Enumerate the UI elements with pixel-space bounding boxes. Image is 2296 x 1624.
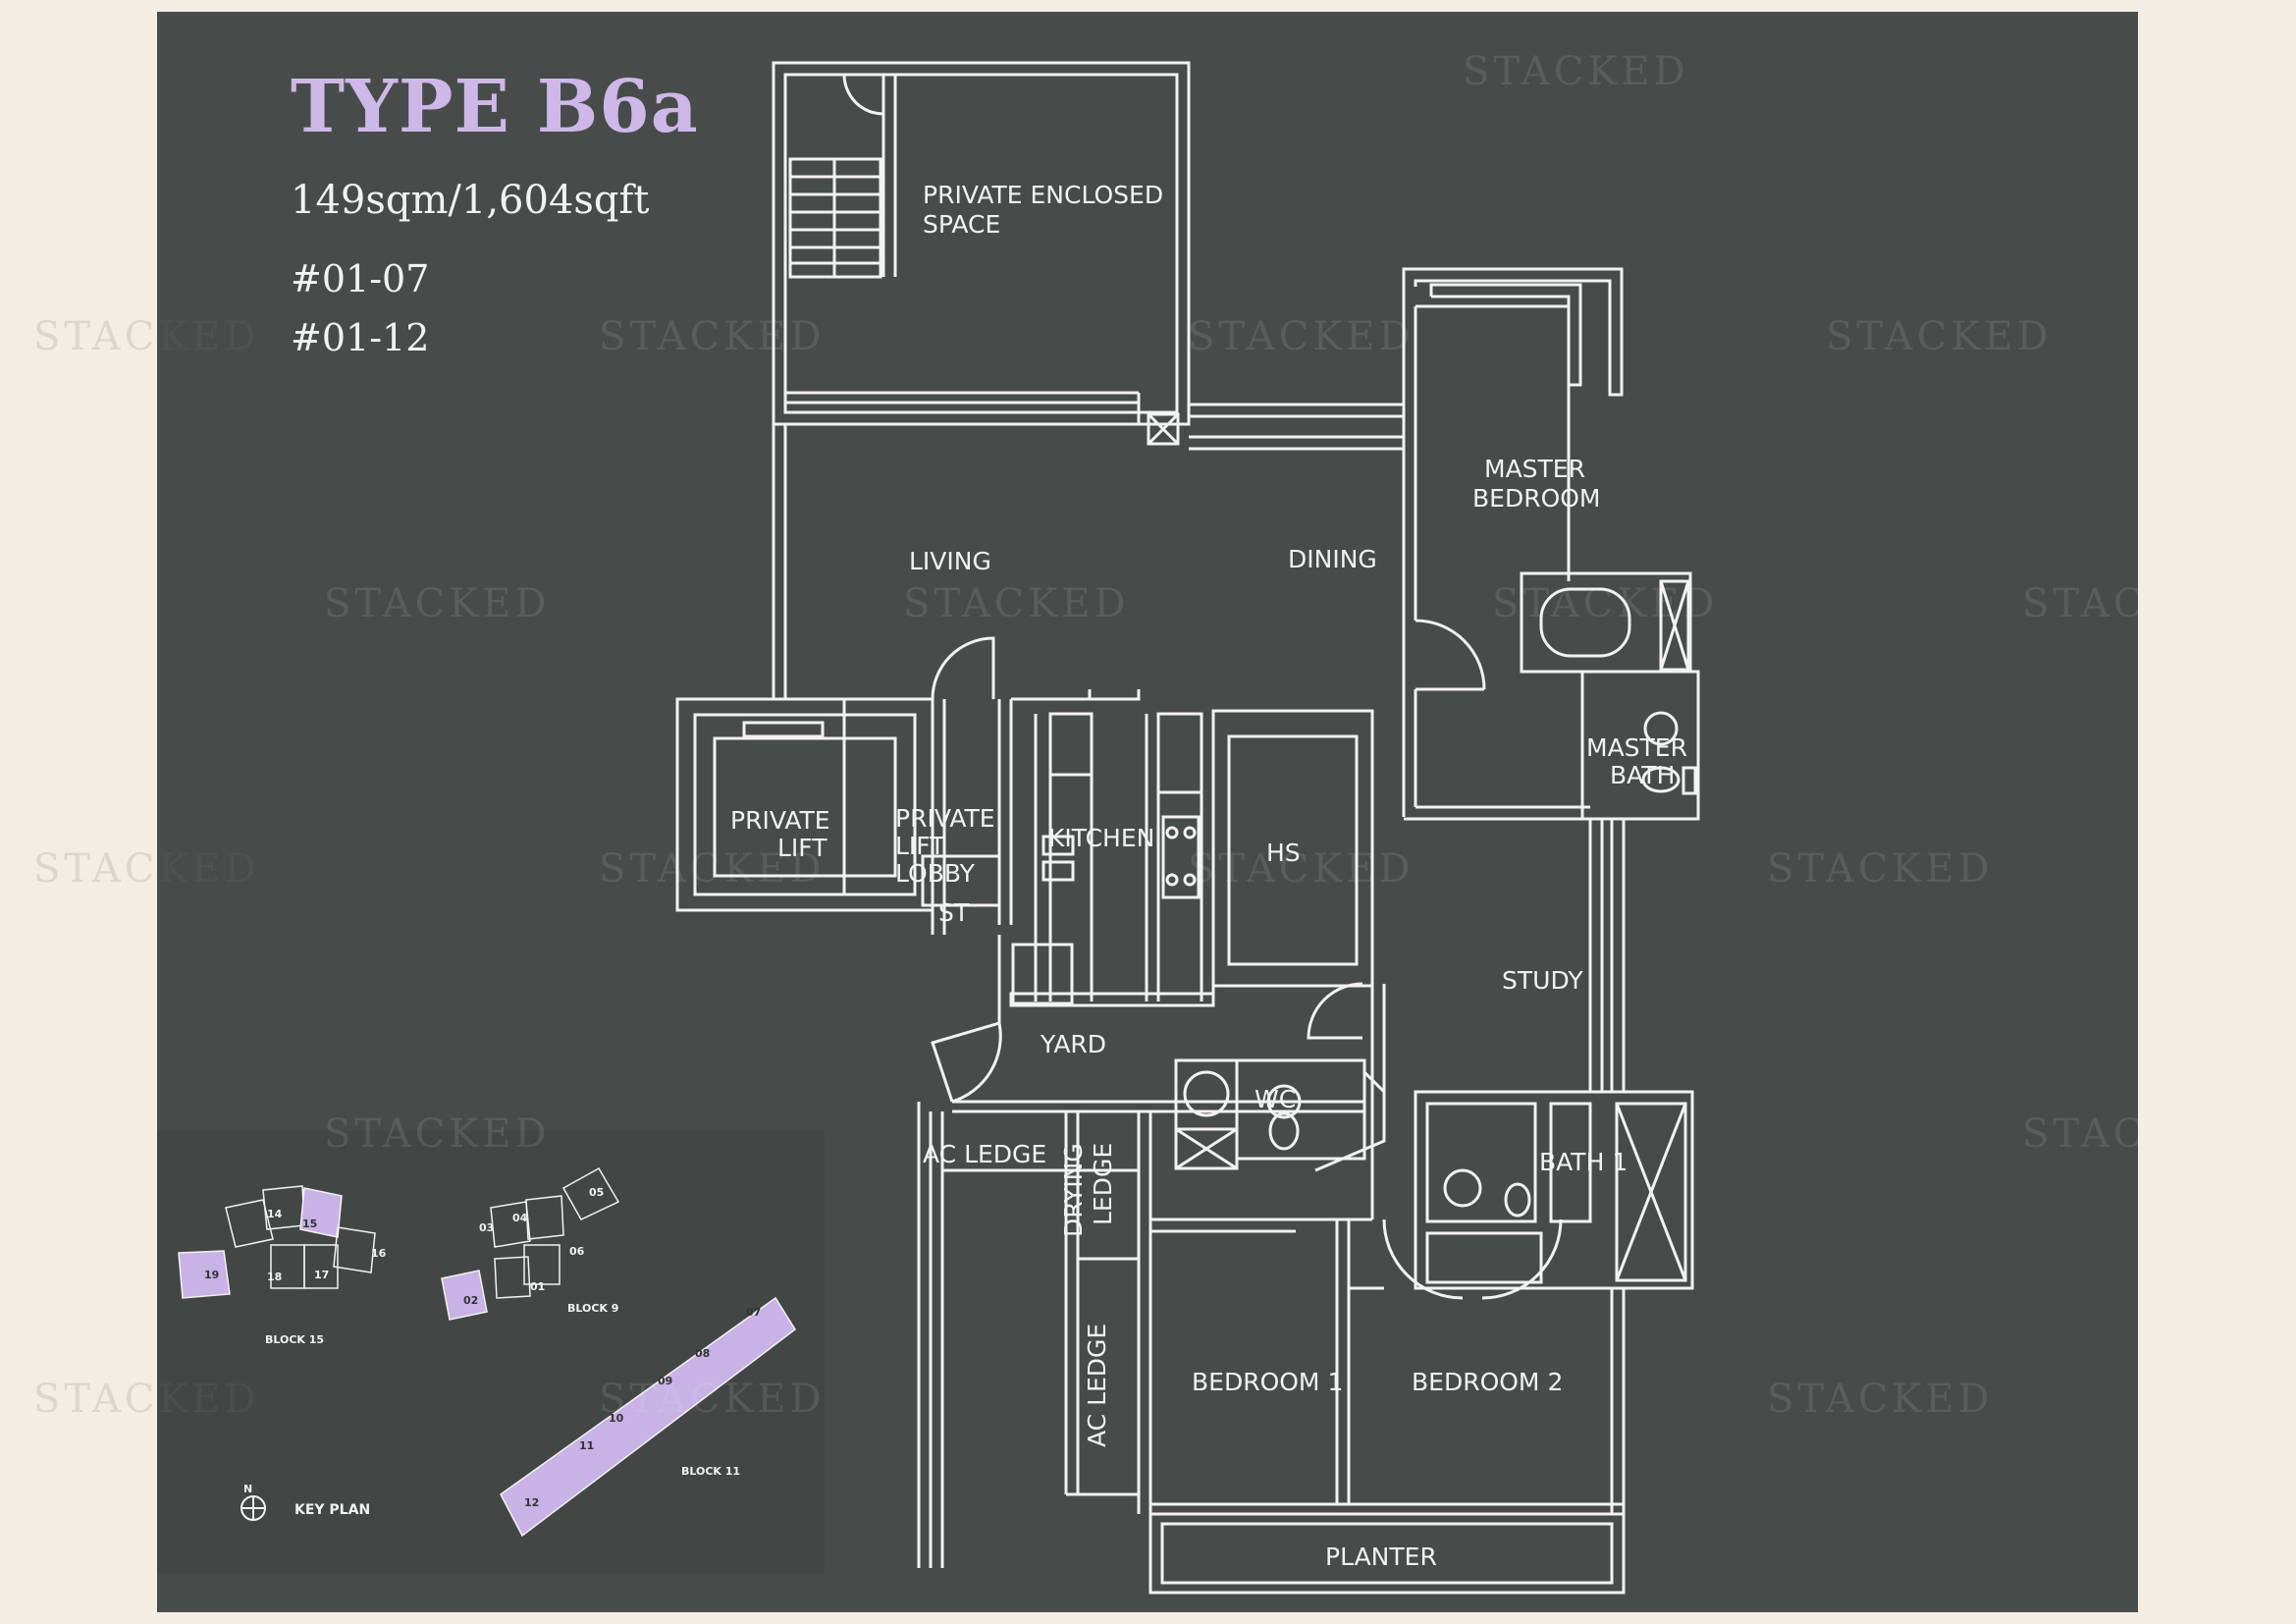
block-11-shapes [500,1296,796,1538]
label-private-lift: PRIVATE [730,806,830,835]
label-private-enclosed-space: PRIVATE ENCLOSED [923,181,1163,209]
label-planter: PLANTER [1325,1543,1437,1571]
block-9-shapes [441,1166,620,1321]
private-enclosed-space-walls [772,61,1191,446]
block-15-shapes [178,1185,376,1299]
label-kitchen: KITCHEN [1048,824,1154,852]
key-plan-unit-06: 06 [569,1245,585,1258]
key-plan [157,1131,825,1573]
master-bedroom-walls [1402,267,1624,821]
key-plan-block-9: BLOCK 9 [567,1302,618,1315]
key-plan-block-11: BLOCK 11 [681,1465,740,1478]
hs-walls [1211,709,1374,988]
wc-walls [1174,1058,1386,1172]
key-plan-unit-05: 05 [589,1186,604,1199]
key-plan-unit-17: 17 [314,1269,329,1281]
planter-walls [1148,1512,1626,1595]
key-plan-unit-10: 10 [609,1412,624,1425]
key-plan-unit-19: 19 [204,1269,219,1281]
key-plan-unit-18: 18 [267,1271,282,1283]
unit-number: #01-07 [291,257,430,300]
private-lift-lobby-walls [921,636,1013,935]
label-ac-ledge-side: AC LEDGE [1083,1324,1111,1447]
private-lift-walls [675,697,934,912]
label-study: STUDY [1502,966,1583,995]
unit-area: 149sqm/1,604sqft [291,178,650,223]
label-st: ST [938,898,970,927]
key-plan-unit-15: 15 [302,1218,317,1230]
key-plan-unit-01: 01 [530,1280,545,1293]
label-hs: HS [1266,839,1301,867]
label-bedroom-2: BEDROOM 2 [1412,1368,1563,1396]
label-drying-ledge: DRYING [1059,1143,1088,1237]
key-plan-unit-07: 07 [746,1306,761,1319]
unit-type-title: TYPE B6a [291,65,699,149]
living-dining-walls [772,391,1404,699]
key-plan-unit-11: 11 [579,1439,594,1452]
label-dining: DINING [1288,545,1377,573]
label-yard: YARD [1040,1030,1106,1058]
key-plan-label: KEY PLAN [294,1502,370,1518]
label-master-bedroom-2: BEDROOM [1472,484,1601,513]
label-drying-ledge-2: LEDGE [1089,1143,1117,1225]
key-plan-unit-03: 03 [479,1221,494,1234]
ledges-walls [917,1102,1152,1568]
key-plan-unit-14: 14 [267,1208,283,1220]
label-private-enclosed-space-2: SPACE [923,210,1000,239]
key-plan-unit-12: 12 [524,1496,539,1509]
floor-plan-drawing: PRIVATE ENCLOSED SPACE LIVING DINING MAS… [157,61,1700,1595]
unit-number: #01-12 [291,316,430,359]
key-plan-unit-02: 02 [463,1294,478,1307]
label-bath-1: BATH 1 [1539,1148,1628,1176]
bedrooms-walls [1150,1218,1626,1516]
label-master-bath: MASTER [1586,733,1687,762]
label-master-bedroom: MASTER [1484,455,1585,483]
title-block: TYPE B6a 149sqm/1,604sqft #01-07 #01-12 [291,71,699,367]
key-plan-north: N [243,1483,252,1495]
study-walls [1370,819,1626,1300]
label-ac-ledge-top: AC LEDGE [923,1140,1046,1168]
master-bath-walls [1520,571,1700,821]
key-plan-block-15: BLOCK 15 [265,1333,324,1346]
key-plan-unit-09: 09 [658,1375,672,1387]
floor-plan-sheet: PRIVATE ENCLOSED SPACE LIVING DINING MAS… [157,12,2138,1612]
label-private-lift-lobby-3: LOBBY [895,859,976,888]
bath-1-walls [1414,1090,1694,1290]
key-plan-unit-04: 04 [512,1212,528,1224]
label-wc: WC [1255,1085,1296,1113]
label-bedroom-1: BEDROOM 1 [1192,1368,1343,1396]
label-private-lift-2: LIFT [777,834,828,862]
label-master-bath-2: BATH [1610,761,1675,789]
label-living: LIVING [909,547,991,575]
key-plan-unit-08: 08 [695,1347,710,1360]
key-plan-unit-16: 16 [371,1247,387,1260]
label-private-lift-lobby: PRIVATE [895,804,995,833]
label-private-lift-lobby-2: LIFT [895,832,945,860]
